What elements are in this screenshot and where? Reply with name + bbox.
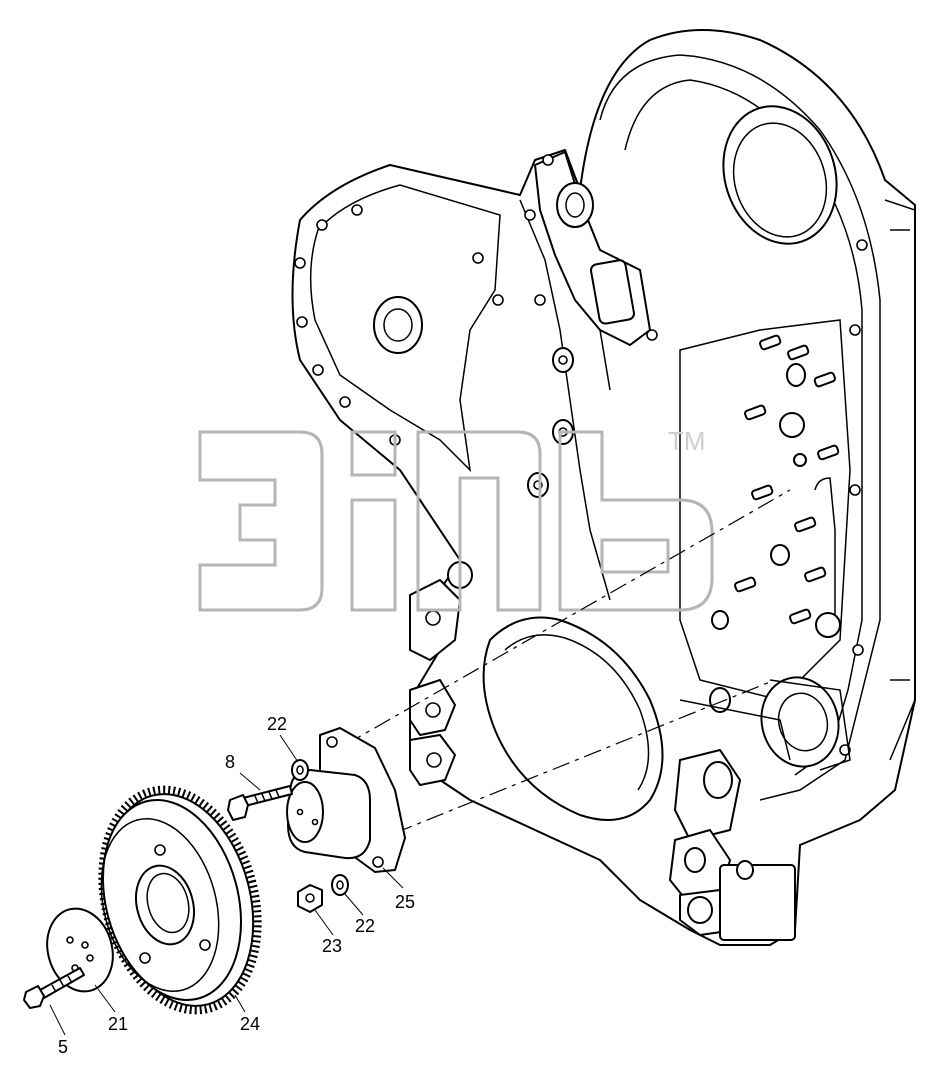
callout-labels: 22 8 25 23 22 5 21 24	[58, 714, 415, 1057]
callout-8: 8	[225, 752, 235, 772]
screw-5	[23, 967, 85, 1009]
alignment-lines	[344, 489, 791, 834]
callout-25: 25	[395, 892, 415, 912]
thrust-plate-21	[46, 907, 114, 993]
idler-gear-24	[98, 785, 262, 1015]
callout-21: 21	[108, 1014, 128, 1034]
watermark-trademark: TM	[668, 426, 706, 456]
leader-lines	[49, 734, 404, 1036]
callout-22-lower: 22	[355, 916, 375, 936]
callout-23: 23	[322, 936, 342, 956]
bolt-8	[227, 785, 293, 821]
idler-shaft-25	[286, 727, 406, 873]
callout-22-upper: 22	[267, 714, 287, 734]
gear-teeth	[98, 785, 262, 1015]
washer-22-upper	[291, 759, 309, 781]
stud-group	[734, 334, 840, 625]
watermark-logo: TM	[198, 426, 714, 612]
callout-5: 5	[58, 1037, 68, 1057]
callout-24: 24	[240, 1014, 260, 1034]
front-cover-housing	[291, 29, 916, 946]
washer-22-lower	[331, 874, 349, 896]
nut-23	[297, 884, 323, 913]
